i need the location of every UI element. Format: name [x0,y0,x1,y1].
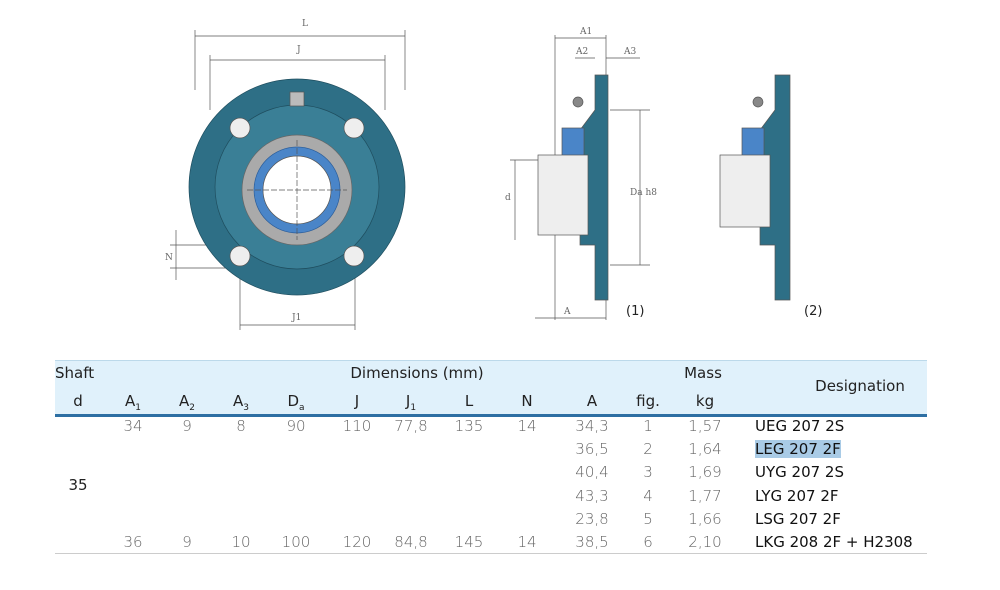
cell-a1: 36 [123,533,143,551]
cell-designation: LEG 207 2F [755,440,841,459]
cell-A: 36,5 [575,440,609,459]
header-mass: Mass [684,364,722,382]
header-designation: Designation [815,377,905,395]
col-A1: A1 [125,392,141,413]
cell-designation: LKG 208 2F + H2308 [755,533,913,551]
cell-kg: 1,57 [688,417,722,435]
label-J1: J1 [291,313,301,323]
cell-a2: 9 [182,417,192,435]
cell-fig: 3 [643,463,653,482]
label-A1: A1 [579,27,592,37]
bearing-unit-drawings: L J N J1 A1 A2 A3 d Da h8 A (1) (2) [165,19,822,330]
cell-kg: 1,64 [688,440,722,459]
cell-kg: 2,10 [688,533,722,551]
table-bottom-rule [55,553,927,554]
col-A3: A3 [233,392,249,413]
header-shaft: Shaft [55,364,95,382]
cell-da: 100 [281,533,311,551]
cell-n: 14 [517,533,537,551]
cell-j1: 84,8 [394,533,428,551]
col-d: d [73,392,83,410]
figure-2-label: (2) [804,304,822,319]
cell-a1: 34 [123,417,143,435]
cell-kg: 1,77 [688,486,722,505]
col-A: A [586,392,598,410]
col-kg: kg [695,392,715,410]
cell-j: 120 [342,533,372,551]
col-J: J [354,392,360,410]
label-L: L [302,19,308,29]
cell-A: 34,3 [575,417,609,435]
cell-l: 145 [454,533,484,551]
label-J: J [296,45,301,55]
side-view-2 [719,74,791,301]
cell-kg: 1,69 [688,463,722,482]
cell-designation: LYG 207 2F [755,486,839,505]
table-header [55,360,927,417]
label-N: N [165,253,173,263]
cell-kg: 1,66 [688,509,722,528]
cell-A: 43,3 [575,486,609,505]
cell-designation: UEG 207 2S [755,417,845,435]
front-view [170,30,406,330]
label-A2: A2 [575,47,588,57]
cell-da: 90 [286,417,306,435]
cell-fig: 5 [643,509,653,528]
side-view-1 [510,35,650,320]
cell-A: 38,5 [575,533,609,551]
label-A3: A3 [623,47,636,57]
cell-A: 23,8 [575,509,609,528]
cell-a3: 8 [236,417,246,435]
cell-designation: LSG 207 2F [755,509,841,528]
cell-j1: 77,8 [394,417,428,435]
col-J1: J1 [405,392,417,413]
cell-fig: 4 [643,486,653,505]
col-fig: fig. [636,392,660,410]
figure-1-label: (1) [626,304,644,319]
label-d: d [505,193,511,203]
cell-l: 135 [454,417,484,435]
label-Da: Da h8 [630,188,657,198]
col-A2: A2 [179,392,195,413]
cell-a2: 9 [182,533,192,551]
cell-designation: UYG 207 2S [755,463,844,482]
label-A: A [563,307,571,317]
cell-fig: 1 [643,417,653,435]
col-Da: Da [287,392,305,413]
cell-n: 14 [517,417,537,435]
shaft-d-value: 35 [68,476,88,494]
col-N: N [521,392,533,410]
col-L: L [464,392,474,410]
header-dimensions: Dimensions (mm) [350,364,484,382]
cell-j: 110 [342,417,372,435]
cell-A: 40,4 [575,463,609,482]
cell-fig: 6 [643,533,653,551]
cell-fig: 2 [643,440,653,459]
cell-a3: 10 [231,533,251,551]
